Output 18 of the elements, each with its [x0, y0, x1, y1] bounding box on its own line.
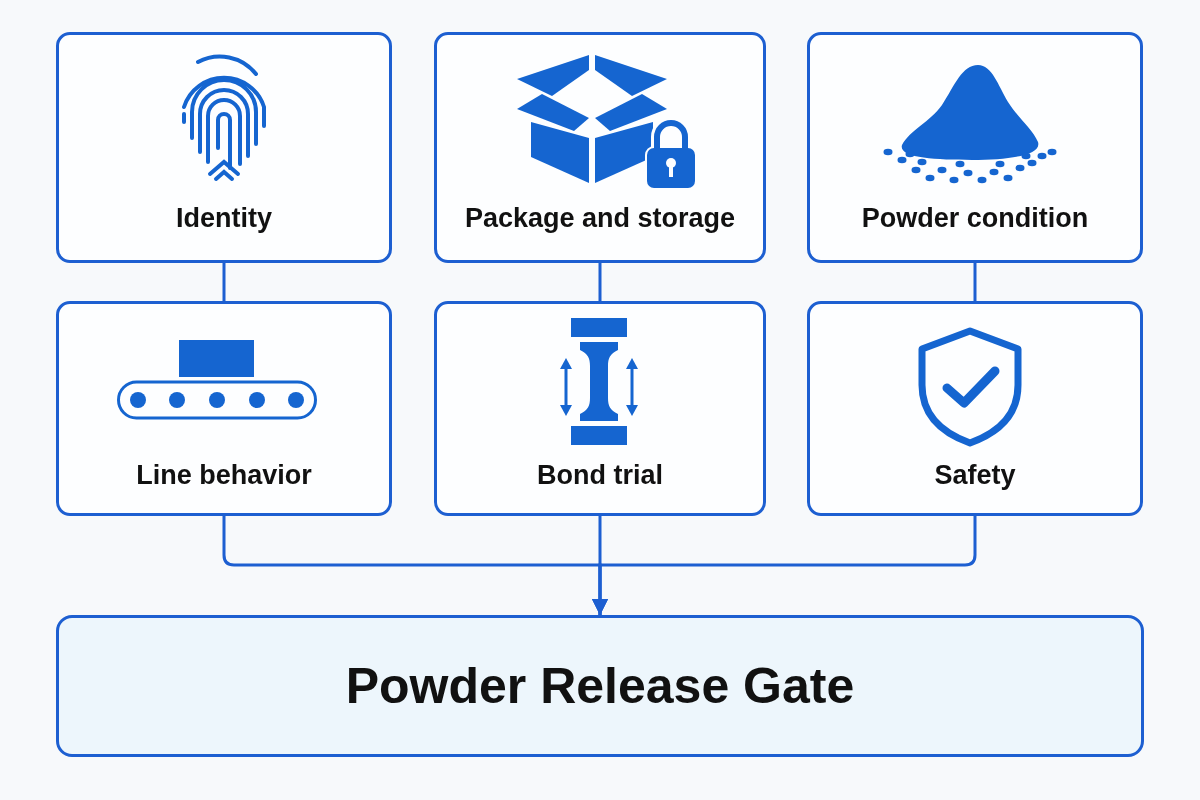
arrow — [592, 516, 977, 615]
card-label: Bond trial — [537, 459, 663, 492]
card-label: Powder condition — [861, 202, 1089, 235]
gate-box — [56, 615, 1144, 757]
card-label: Line behavior — [136, 459, 312, 492]
category-card — [434, 32, 766, 263]
card-label: Safety — [934, 459, 1016, 492]
gate-label: Powder Release Gate — [345, 656, 855, 716]
category-card — [56, 301, 392, 516]
category-card — [56, 32, 392, 263]
category-card — [807, 32, 1143, 263]
connector-line — [973, 263, 977, 301]
card-label: Package and storage — [464, 202, 736, 235]
connector-line — [222, 263, 226, 301]
category-card — [807, 301, 1143, 516]
card-label: Identity — [176, 202, 272, 235]
connector-line — [598, 263, 602, 301]
category-card — [434, 301, 766, 516]
